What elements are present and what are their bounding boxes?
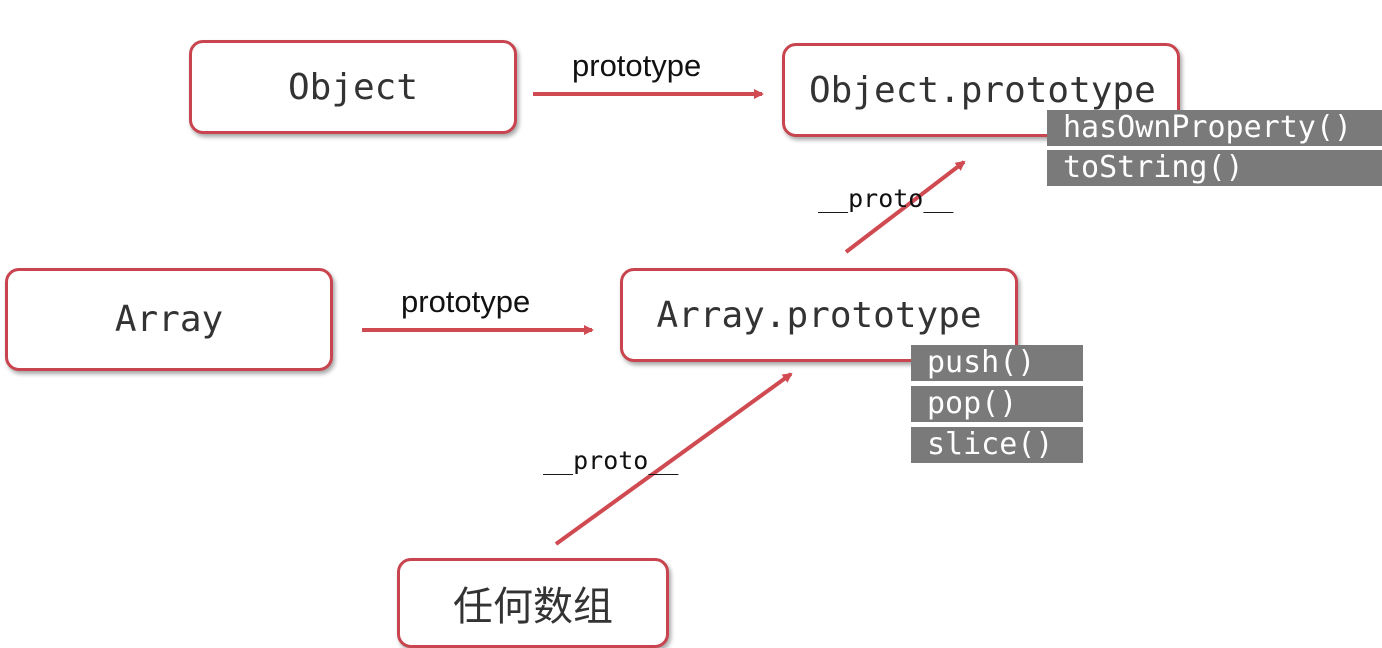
arrows-layer: [362, 89, 966, 546]
edge-label-array-prototype: prototype: [401, 284, 531, 319]
array-prototype-method: slice(): [911, 427, 1083, 463]
edge-label-array-proto-link: __proto__: [818, 184, 954, 213]
object-prototype-node: Object.prototype: [782, 43, 1180, 137]
array-node-label: Array: [114, 299, 224, 340]
arrow-array-prototype-to-object-prototype: [844, 160, 966, 254]
array-node: Array: [5, 268, 333, 371]
object-prototype-method: hasOwnProperty(): [1047, 110, 1382, 146]
array-prototype-method: push(): [911, 345, 1083, 381]
object-prototype-method: toString(): [1047, 150, 1382, 186]
array-prototype-method: pop(): [911, 386, 1083, 422]
any-array-node-label: 任何数组: [453, 584, 613, 630]
array-prototype-node: Array.prototype: [620, 268, 1018, 362]
array-prototype-node-label: Array.prototype: [656, 294, 982, 336]
object-prototype-node-label: Object.prototype: [809, 69, 1156, 111]
object-node: Object: [189, 40, 517, 134]
arrow-instance-to-array-prototype: [554, 372, 793, 546]
any-array-node: 任何数组: [397, 558, 669, 648]
object-node-label: Object: [287, 66, 419, 108]
edge-label-object-prototype: prototype: [572, 48, 702, 83]
edge-label-instance-proto-link: __proto__: [543, 446, 679, 475]
